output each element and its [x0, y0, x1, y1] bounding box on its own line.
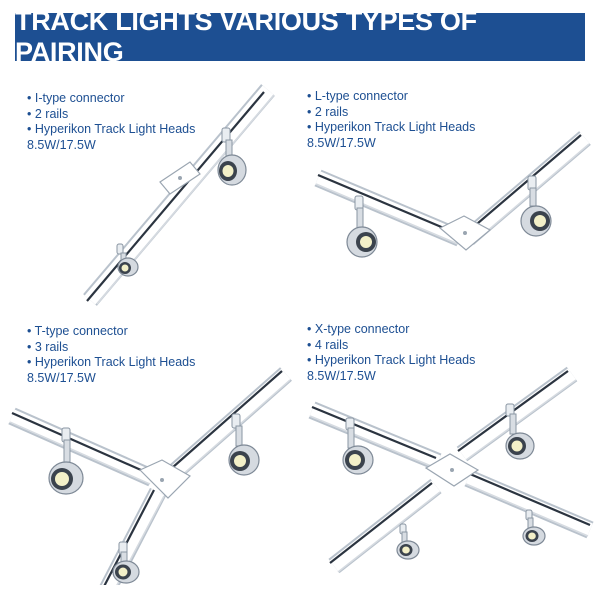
track-rail [8, 407, 156, 487]
track-rail [328, 478, 442, 574]
track-light-head-icon [112, 541, 140, 584]
wattage-label: 8.5W/17.5W [307, 368, 376, 383]
wattage-label: 8.5W/17.5W [307, 135, 376, 150]
title-banner: TRACK LIGHTS VARIOUS TYPES OF PAIRING [15, 6, 585, 67]
panel-caption: • L-type connector • 2 rails • Hyperikon… [307, 89, 476, 150]
track-light-head-icon [217, 127, 247, 186]
track-light-head-icon [228, 413, 260, 476]
i-connector-icon [159, 161, 201, 195]
light-heads-label: Hyperikon Track Light Heads [314, 120, 476, 134]
x-type-track-illustration [308, 366, 594, 574]
light-heads-label: Hyperikon Track Light Heads [34, 122, 196, 136]
track-light-head-icon [396, 523, 420, 560]
track-rail [162, 367, 292, 485]
connector-type-label: X-type connector [314, 322, 410, 336]
track-light-head-icon [346, 195, 378, 258]
panel-l-type: • L-type connector • 2 rails • Hyperikon… [300, 70, 600, 335]
panel-x-type: • X-type connector • 4 rails • Hyperikon… [300, 320, 600, 585]
track-light-head-icon [505, 403, 535, 460]
connector-type-label: L-type connector [314, 89, 408, 103]
t-type-track-illustration [8, 367, 292, 585]
rails-count-label: 4 rails [314, 337, 349, 352]
l-connector-icon [438, 215, 492, 251]
panel-caption: • I-type connector • 2 rails • Hyperikon… [27, 91, 196, 152]
track-rail [456, 366, 578, 462]
t-connector-icon [138, 459, 191, 499]
panel-caption: • T-type connector • 3 rails • Hyperikon… [27, 324, 196, 385]
track-rail [83, 84, 275, 306]
rails-count-label: 2 rails [34, 106, 69, 121]
panel-i-type: • I-type connector • 2 rails • Hyperikon… [0, 70, 300, 335]
rails-count-label: 3 rails [34, 339, 69, 354]
light-heads-label: Hyperikon Track Light Heads [314, 353, 476, 367]
light-heads-label: Hyperikon Track Light Heads [34, 355, 196, 369]
panel-caption: • X-type connector • 4 rails • Hyperikon… [307, 322, 476, 383]
connector-type-label: T-type connector [34, 324, 128, 338]
track-rail [314, 169, 464, 247]
track-light-head-icon [520, 175, 552, 237]
rails-count-label: 2 rails [314, 104, 349, 119]
track-light-head-icon [522, 509, 546, 546]
wattage-label: 8.5W/17.5W [27, 370, 96, 385]
track-rail [308, 401, 442, 471]
connector-type-label: I-type connector [34, 91, 125, 105]
l-type-track-illustration [314, 131, 591, 258]
page-title: TRACK LIGHTS VARIOUS TYPES OF PAIRING [15, 6, 477, 67]
track-light-head-icon [342, 417, 374, 475]
wattage-label: 8.5W/17.5W [27, 137, 96, 152]
track-light-head-icon [48, 427, 84, 495]
track-light-head-icon [116, 243, 139, 277]
i-type-track-illustration [83, 84, 275, 306]
panel-t-type: • T-type connector • 3 rails • Hyperikon… [0, 320, 300, 585]
x-connector-icon [424, 453, 480, 487]
